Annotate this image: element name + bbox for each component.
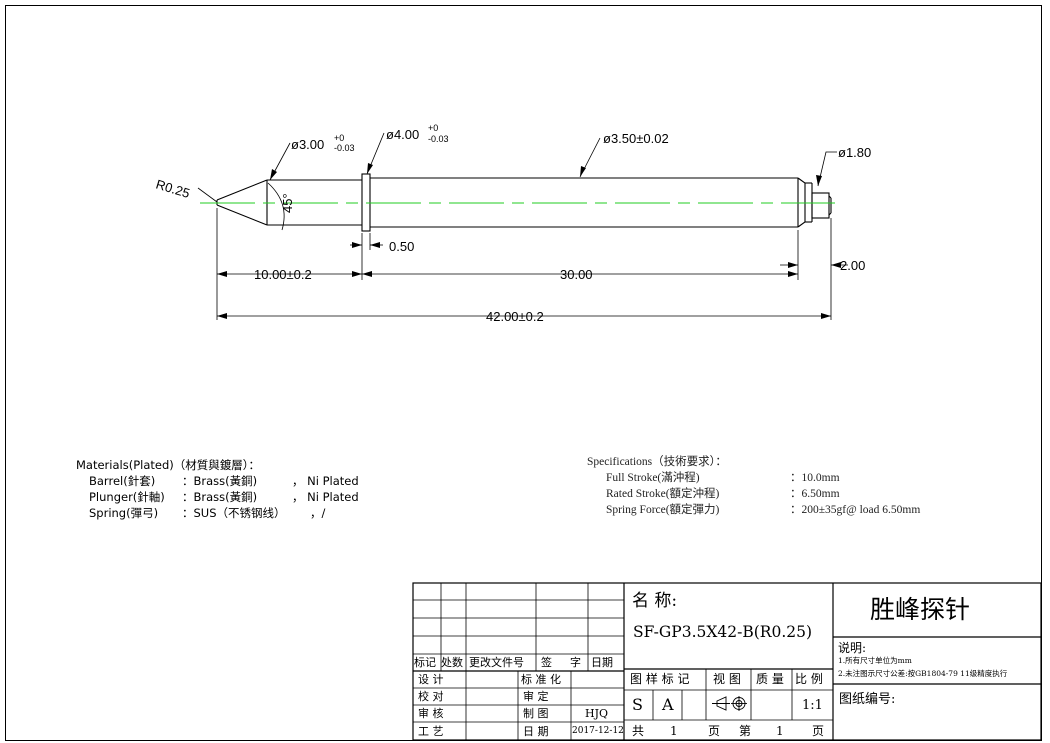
projection-symbol-icon [712, 696, 747, 711]
name-label: 名 称: [632, 591, 678, 611]
spec-label-rated-stroke: Rated Stroke(額定沖程) [606, 488, 720, 500]
collar-diameter-label: ø4.00 [386, 127, 419, 142]
page-unit-2: 页 [812, 724, 825, 738]
weight-label: 质 量 [756, 672, 784, 686]
tip-angle-label: 45° [280, 193, 295, 213]
tip-radius-label: R0.25 [154, 177, 192, 201]
material-plating-spring: ，/ [310, 506, 326, 520]
total-length-label: 42.00±0.2 [486, 309, 544, 324]
material-part-plunger: Plunger(針軸) [89, 490, 165, 504]
dimension-lines [197, 132, 848, 320]
materials-title: Materials(Plated)（材質與鍍層）： [76, 458, 260, 472]
view-label: 视 图 [713, 672, 741, 686]
spec-label-spring-force: Spring Force(額定彈力) [606, 504, 720, 516]
collar-diameter-tol-upper: +0 [428, 123, 438, 133]
rev-header-doc: 更改文件号 [469, 656, 524, 669]
material-part-barrel: Barrel(針套) [89, 474, 156, 488]
material-value-spring: ：SUS（不锈钢线） [182, 506, 286, 520]
rev-header-mark: 标记 [414, 656, 436, 669]
review-label: 审 核 [418, 707, 444, 720]
scale-value: 1:1 [802, 698, 823, 713]
sheet-border [5, 5, 1042, 741]
tip-diameter-tol-lower: -0.03 [334, 143, 355, 153]
process-label: 工 艺 [418, 725, 444, 738]
standard-label: 标 准 化 [521, 673, 561, 686]
mark-a: A [662, 695, 674, 714]
tip-diameter-tol-upper: +0 [334, 133, 344, 143]
arrowheads [217, 163, 841, 319]
end-length-label: 2.00 [840, 258, 865, 273]
drawn-by-value: HJQ [585, 707, 609, 720]
page-label: 第 [739, 724, 752, 738]
rev-header-sign2: 字 [570, 656, 581, 669]
spec-value-rated-stroke: ：6.50mm [790, 488, 840, 500]
audit-label: 审 定 [523, 690, 549, 703]
spec-value-spring-force: ：200±35gf@ load 6.50mm [790, 504, 921, 516]
notes-title: 说明: [838, 641, 867, 655]
date-label: 日 期 [523, 725, 549, 738]
check-label: 校 对 [418, 690, 444, 703]
drawing-number-label: 图纸编号: [839, 692, 896, 707]
material-value-barrel: ：Brass(黃銅) [182, 474, 258, 488]
collar-thickness-label: 0.50 [389, 239, 414, 254]
total-pages: 1 [670, 724, 678, 738]
part-name: SF-GP3.5X42-B(R0.25) [633, 623, 813, 641]
material-plating-barrel: ， Ni Plated [292, 474, 359, 488]
spec-value-full-stroke: ：10.0mm [790, 472, 840, 484]
spec-label-full-stroke: Full Stroke(滿沖程) [606, 472, 700, 484]
rev-header-date: 日期 [591, 656, 613, 669]
page-no: 1 [776, 724, 784, 738]
barrel-length-label: 30.00 [560, 267, 593, 282]
page-unit-1: 页 [708, 724, 721, 738]
tip-diameter-label: ø3.00 [291, 137, 324, 152]
drawn-label: 制 图 [523, 707, 549, 720]
sample-mark-label: 图 样 标 记 [630, 672, 690, 686]
material-part-spring: Spring(彈弓) [89, 506, 159, 520]
title-block-grid [412, 582, 1042, 741]
rev-header-count: 处数 [441, 656, 463, 669]
note-1: 1.所有尺寸单位为mm [838, 656, 912, 665]
material-value-plunger: ：Brass(黃銅) [182, 490, 258, 504]
tip-length-label: 10.00±0.2 [254, 267, 312, 282]
mark-s: S [632, 695, 643, 714]
design-label: 设 计 [418, 673, 444, 686]
material-plating-plunger: ， Ni Plated [292, 490, 359, 504]
company-name: 胜峰探针 [870, 595, 971, 624]
note-2: 2.未注图示尺寸公差:按GB1804-79 11级精度执行 [838, 669, 1008, 678]
specifications-title: Specifications（技術要求）： [587, 456, 727, 468]
rev-header-sign1: 签 [541, 656, 552, 669]
total-label: 共 [632, 724, 645, 738]
end-diameter-label: ø1.80 [838, 145, 871, 160]
barrel-diameter-label: ø3.50±0.02 [603, 131, 669, 146]
scale-label: 比 例 [795, 672, 823, 686]
date-value: 2017-12-12 [572, 726, 624, 736]
collar-diameter-tol-lower: -0.03 [428, 134, 449, 144]
